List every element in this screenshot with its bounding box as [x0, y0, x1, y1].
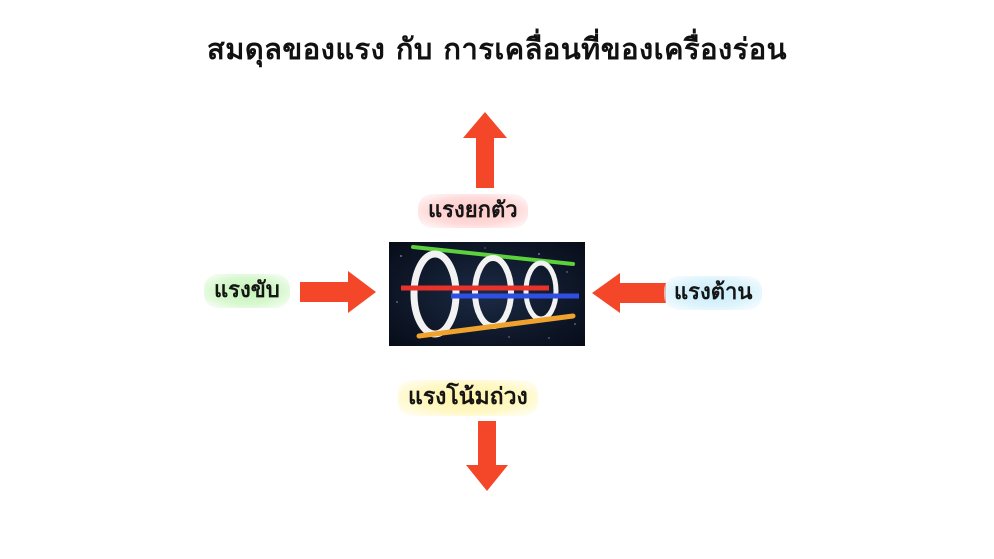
weight-arrow-down-icon — [466, 421, 508, 491]
lift-label: แรงยกตัว — [418, 194, 528, 229]
thrust-arrow-right-icon — [300, 271, 376, 313]
drag-label: แรงต้าน — [664, 276, 763, 311]
thrust-label: แรงขับ — [204, 274, 290, 309]
lift-arrow-up-icon — [463, 112, 507, 188]
page-title: สมดุลของแรง กับ การเคลื่อนที่ของเครื่องร… — [207, 32, 787, 66]
drag-arrow-left-icon — [592, 273, 666, 313]
weight-label: แรงโน้มถ่วง — [398, 380, 538, 416]
glider-rings-icon — [389, 242, 585, 346]
